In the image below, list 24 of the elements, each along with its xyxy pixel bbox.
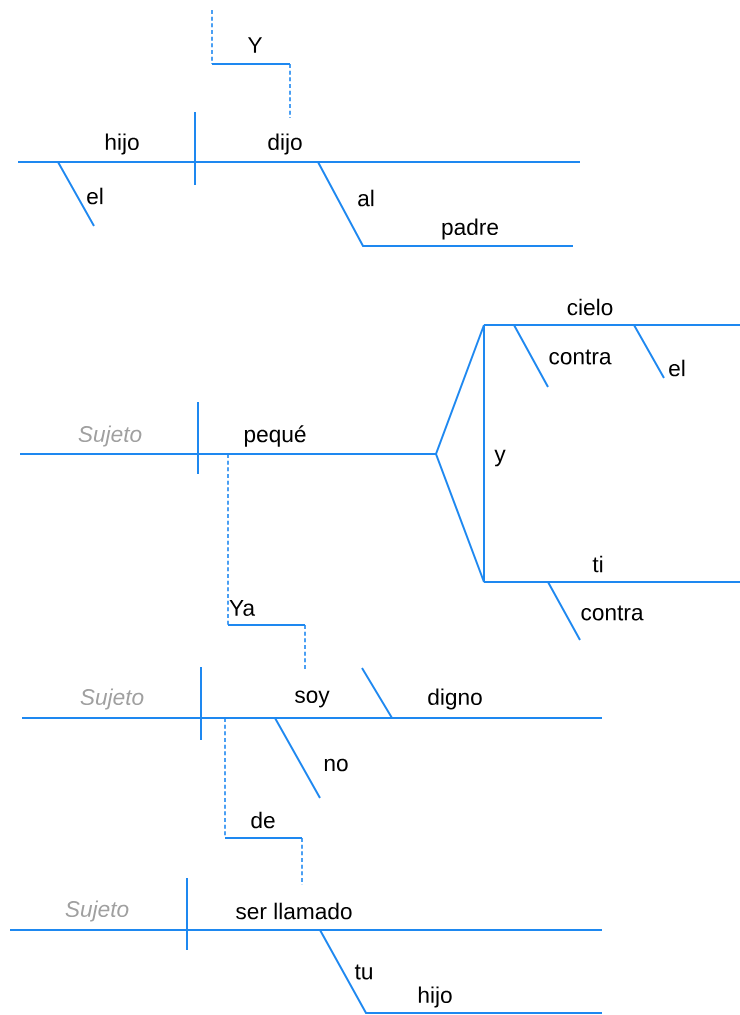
word: cielo (567, 298, 613, 316)
word: Sujeto (80, 688, 144, 710)
word: hijo (418, 986, 452, 1008)
word: al (358, 189, 374, 207)
word: Y (247, 37, 263, 53)
word: no (324, 758, 348, 772)
word: de (251, 811, 275, 829)
word: soy (295, 690, 330, 708)
word: contra (549, 349, 612, 365)
word: ti (592, 555, 603, 573)
word: el (669, 359, 685, 377)
word: Sujeto (78, 425, 142, 447)
word: Ya (229, 600, 256, 616)
word: el (87, 187, 103, 205)
word: Sujeto (65, 900, 129, 922)
word: padre (442, 218, 498, 240)
word: pequé (244, 425, 306, 447)
word: tu (354, 964, 372, 980)
word: hijo (105, 133, 139, 155)
word: contra (581, 605, 644, 621)
word: digno (428, 688, 482, 710)
word: y (494, 449, 506, 467)
word: dijo (268, 133, 302, 155)
word: ser llamado (236, 902, 352, 920)
